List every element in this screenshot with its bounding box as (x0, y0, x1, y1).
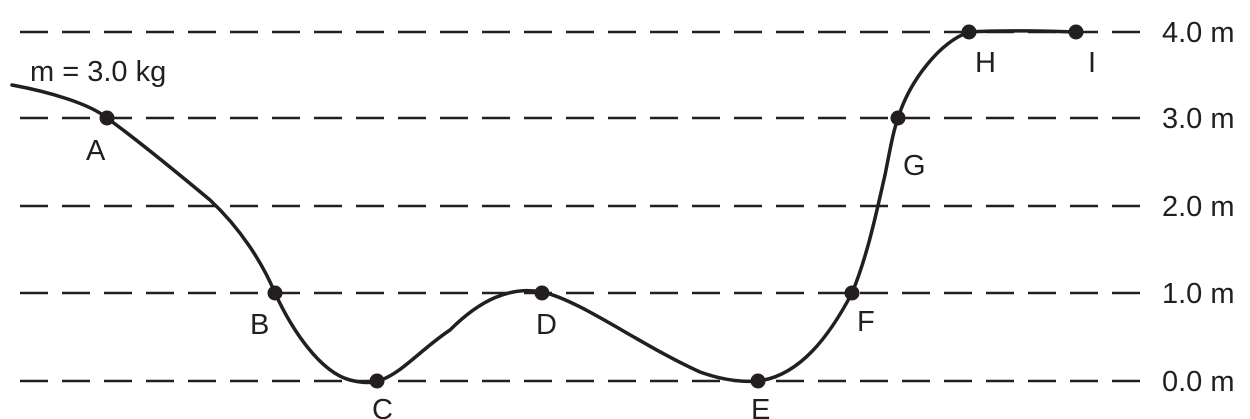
point-i (1068, 24, 1084, 40)
point-d (534, 285, 550, 301)
point-b (267, 285, 283, 301)
mass-label: m = 3.0 kg (30, 56, 166, 88)
point-label-e: E (751, 394, 770, 419)
point-e (750, 373, 766, 389)
level-label-1m: 1.0 m (1162, 278, 1235, 310)
point-h (961, 24, 977, 40)
point-label-h: H (975, 47, 996, 79)
point-label-a: A (86, 135, 106, 167)
point-label-f: F (857, 306, 875, 338)
point-f (844, 285, 860, 301)
point-label-c: C (372, 394, 393, 419)
height-labels: 4.0 m 3.0 m 2.0 m 1.0 m 0.0 m (1162, 17, 1235, 398)
point-a (99, 110, 115, 126)
height-reference-lines (20, 30, 1140, 383)
point-label-d: D (536, 309, 557, 341)
level-label-4m: 4.0 m (1162, 17, 1235, 49)
level-label-0m: 0.0 m (1162, 366, 1235, 398)
point-label-g: G (903, 150, 926, 182)
point-label-b: B (250, 309, 269, 341)
point-g (890, 110, 906, 126)
level-label-2m: 2.0 m (1162, 191, 1235, 223)
point-labels: A B C D E F G H I (86, 47, 1096, 419)
track-points (99, 24, 1084, 389)
level-label-3m: 3.0 m (1162, 103, 1235, 135)
point-label-i: I (1088, 47, 1096, 79)
point-c (369, 373, 385, 389)
